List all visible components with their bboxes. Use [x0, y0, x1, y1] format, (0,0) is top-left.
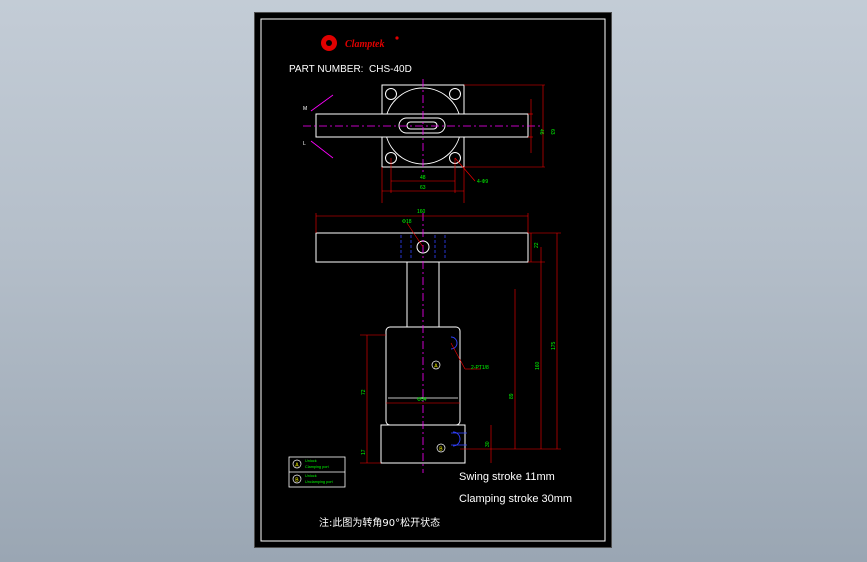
top-view: M L 46 63 48 63 4-Φ9	[303, 79, 555, 203]
part-number-value: CHS-40D	[369, 64, 412, 75]
swing-arrow	[310, 94, 334, 112]
dim-holes: 4-Φ9	[477, 179, 488, 185]
dim-dia: Φ54	[417, 397, 427, 403]
legend-box: A Unlock Clamping port B Unlock Unclampi…	[288, 456, 346, 488]
dim-h2: 175	[551, 341, 557, 350]
clamptek-logo: Clamptek	[321, 35, 399, 51]
legend-a-line1: Unlock	[305, 459, 317, 463]
dim-h1: 160	[535, 361, 541, 370]
clamping-stroke-note: Clamping stroke 30mm	[459, 493, 572, 505]
dim-arm-thick: 22	[534, 242, 540, 248]
port-label: 2-PT1/8	[471, 365, 489, 371]
drawing-sheet: Clamptek PART NUMBER: CHS-40D M L	[254, 12, 612, 548]
dim-base-h: 30	[485, 441, 491, 447]
dim-body-h: 72	[361, 389, 367, 395]
front-view: A B 160 Φ18 22 160 175 89 72 Φ54 30 17	[315, 209, 561, 473]
port-b-icon	[452, 431, 461, 447]
part-number-label: PART NUMBER:	[289, 64, 363, 75]
logo-brand: Clamptek	[345, 39, 384, 50]
swing-stroke-note: Swing stroke 11mm	[459, 471, 555, 483]
swing-arrow	[310, 140, 334, 159]
inner-frame	[260, 18, 606, 542]
legend-code-a: A	[295, 463, 299, 469]
dim-arm-length: 160	[417, 209, 426, 215]
bolt-hole	[385, 88, 397, 100]
dim-pin: Φ18	[402, 219, 412, 225]
cad-drawing: Clamptek PART NUMBER: CHS-40D M L	[260, 18, 606, 542]
svg-text:L: L	[303, 141, 306, 147]
port-a-icon	[450, 336, 458, 350]
svg-text:B: B	[439, 447, 443, 453]
legend-a-line2: Clamping port	[305, 465, 330, 469]
legend-b-line2: Unclamping port	[305, 480, 334, 484]
legend-code-b: B	[295, 478, 299, 484]
dim-width-outer: 63	[420, 185, 426, 191]
dim-height-outer: 63	[549, 129, 555, 135]
svg-text:M: M	[303, 106, 307, 112]
chinese-note: 注:此图为转角90°松开状态	[319, 516, 440, 529]
svg-text:A: A	[434, 364, 438, 370]
front-arm	[315, 232, 529, 263]
top-arm	[315, 113, 529, 138]
dim-height-inner: 46	[538, 129, 544, 135]
dim-flange-h: 17	[361, 449, 367, 455]
legend-b-line1: Unlock	[305, 474, 317, 478]
dim-width-inner: 48	[420, 175, 426, 181]
arm-slot	[398, 117, 446, 134]
dim-h3: 89	[509, 393, 515, 399]
bolt-hole	[449, 88, 461, 100]
